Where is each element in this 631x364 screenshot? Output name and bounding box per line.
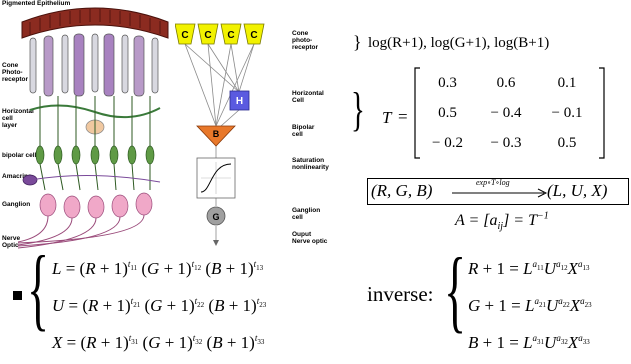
log-brace: } — [353, 32, 362, 52]
t-row: − 0.2 − 0.3 0.5 — [420, 128, 600, 158]
transform-right: (L, U, X) — [547, 181, 608, 200]
t-symbol: T — [382, 108, 392, 127]
t-cell: 0.5 — [557, 134, 577, 151]
transform-left: (R, G, B) — [371, 181, 433, 200]
eq-L: L = (R + 1)t11 (G + 1)t12 (B + 1)t13 — [52, 259, 264, 278]
flow-label-output: Ouput Nerve optic — [292, 231, 328, 245]
transform-arrow — [452, 188, 548, 198]
t-matrix-brackets — [414, 67, 605, 159]
horizontal-letter: H — [236, 96, 243, 107]
inverse-brace: { — [444, 239, 467, 341]
t-equals: = — [398, 107, 408, 126]
cone-letter-3: C — [227, 30, 234, 41]
retina-label-bipolar-cell: bipolar cell — [2, 152, 37, 159]
flow-label-horizontal: Horizontal Cell — [292, 90, 324, 104]
cone-letter-2: C — [204, 30, 211, 41]
retina-illustration — [17, 7, 169, 249]
eq-B: B + 1 = La31Ua32Xa33 — [468, 333, 590, 352]
retina-label-amacrine: Amacrine — [2, 173, 32, 180]
t-cell: − 0.4 — [490, 104, 522, 121]
t-matrix: 0.3 0.6 0.1 0.5 − 0.4 − 0.1 − 0.2 − 0.3 … — [420, 68, 600, 158]
eq-R: R + 1 = La11Ua12Xa13 — [468, 259, 590, 278]
flow-label-bipolar: Bipolar cell — [292, 124, 315, 138]
transform-box: (R, G, B) exp∘T∘log (L, U, X) — [367, 178, 629, 205]
retina-label-cone-photoreceptor: Cone Photo- receptor — [2, 62, 29, 83]
t-cell: 0.3 — [438, 74, 457, 91]
cone-letter-4: C — [250, 30, 257, 41]
cone-letter-1: C — [181, 30, 188, 41]
t-brace: } — [351, 83, 365, 136]
inverse-word: inverse: — [367, 282, 434, 306]
flow-label-saturation: Saturation nonlinearity — [292, 157, 329, 171]
sigmoid-curve — [200, 163, 232, 193]
ganglion-node — [206, 206, 226, 226]
flow-label-ganglion: Ganglion cell — [292, 207, 321, 221]
eq-X: X = (R + 1)t31 (G + 1)t32 (B + 1)t33 — [52, 333, 265, 352]
t-row: 0.3 0.6 0.1 — [420, 68, 600, 98]
bipolar-node — [196, 125, 236, 147]
pigmented-epithelium-title: Pigmented Epithelium — [2, 0, 71, 7]
t-cell: 0.6 — [496, 74, 516, 91]
bullet-square — [13, 291, 22, 300]
ganglion-letter: G — [212, 212, 219, 222]
retina-label-nerve-optic: Nerve Optic — [2, 235, 21, 249]
transform-arrow-label: exp∘T∘log — [476, 178, 510, 187]
retina-label-ganglion: Ganglion — [2, 201, 31, 208]
flow-label-cone: Cone photo- receptor — [292, 30, 319, 51]
cone-nodes: C C C C — [175, 23, 265, 45]
t-cell: 0.1 — [557, 74, 577, 91]
bipolar-letter: B — [213, 129, 220, 139]
t-row: 0.5 − 0.4 − 0.1 — [420, 98, 600, 128]
t-cell: − 0.2 — [432, 134, 463, 151]
log-line: log(R+1), log(G+1), log(B+1) — [368, 35, 550, 51]
retina-label-horizontal-cell-layer: Horizontal cell layer — [2, 108, 34, 129]
t-cell: − 0.3 — [490, 134, 522, 151]
horizontal-node — [229, 90, 250, 111]
inverse-equations: R + 1 = La11Ua12Xa13 G + 1 = La21Ua22Xa2… — [468, 250, 631, 361]
lux-brace: { — [27, 237, 50, 339]
t-cell: − 0.1 — [551, 104, 583, 121]
t-cell: 0.5 — [438, 104, 457, 121]
eq-U: U = (R + 1)t21 (G + 1)t22 (B + 1)t23 — [52, 296, 267, 315]
inverse-definition: A = [aij] = T−1 — [455, 210, 549, 233]
eq-G: G + 1 = La21Ua22Xa23 — [468, 296, 592, 315]
flow-diagram: C C C C H B G — [175, 23, 265, 246]
lux-equations: L = (R + 1)t11 (G + 1)t12 (B + 1)t13 U =… — [52, 250, 266, 361]
